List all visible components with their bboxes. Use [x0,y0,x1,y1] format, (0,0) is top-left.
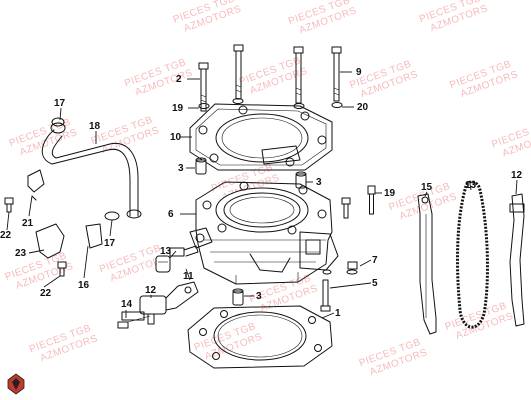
chain-tensioner [117,281,199,329]
callout-label: 12 [145,285,157,296]
callout-label: 18 [89,121,101,132]
callout-label: 3 [178,163,184,174]
callout-label: 16 [78,280,90,291]
temperature-sensor [155,245,199,273]
callout-label: 3 [316,177,322,188]
timing-chain [456,180,489,329]
chain-guide-rear [509,193,525,327]
callout-label: 2 [176,74,182,85]
dowel-pins [195,157,307,306]
washer [232,98,244,104]
bolt-right-1 [293,46,304,104]
cylinder-block [189,181,339,285]
callout-label: 20 [357,102,369,113]
callout-label: 7 [372,255,378,266]
callout-label: 19 [172,103,184,114]
callout-label: 22 [40,288,52,299]
callout-label: 3 [256,291,262,302]
callout-label: 13 [465,180,477,191]
callout-label: 9 [356,67,362,78]
callout-labels: 2 9 19 20 10 3 3 6 19 7 5 13 11 3 1 12 1… [0,67,433,319]
hose-clamp [104,211,120,221]
washer [331,102,343,108]
callout-label: 17 [104,238,116,249]
bolt-left-1 [198,62,209,112]
small-fasteners [320,185,376,312]
bolt-right-2 [331,46,342,102]
head-bolts-group [198,44,343,112]
callout-label: 12 [511,170,523,181]
callout-label: 15 [421,182,433,193]
brand-logo [7,373,25,395]
base-gasket [187,305,333,369]
bolt-left-2 [233,44,244,100]
callout-label: 10 [170,132,182,143]
leader-lines [6,71,518,319]
callout-label: 21 [22,218,34,229]
callout-label: 13 [160,246,172,257]
callout-label: 1 [335,308,341,319]
head-gasket [189,103,333,171]
callout-label: 14 [121,299,133,310]
callout-label: 6 [168,209,174,220]
callout-label: 11 [183,271,194,282]
callout-label: 5 [372,278,378,289]
washer [198,103,210,109]
callout-label: 23 [15,248,27,259]
chain-guide-front [417,193,437,335]
callout-label: 17 [54,98,66,109]
callout-label: 19 [384,188,396,199]
callout-label: 22 [0,230,12,241]
